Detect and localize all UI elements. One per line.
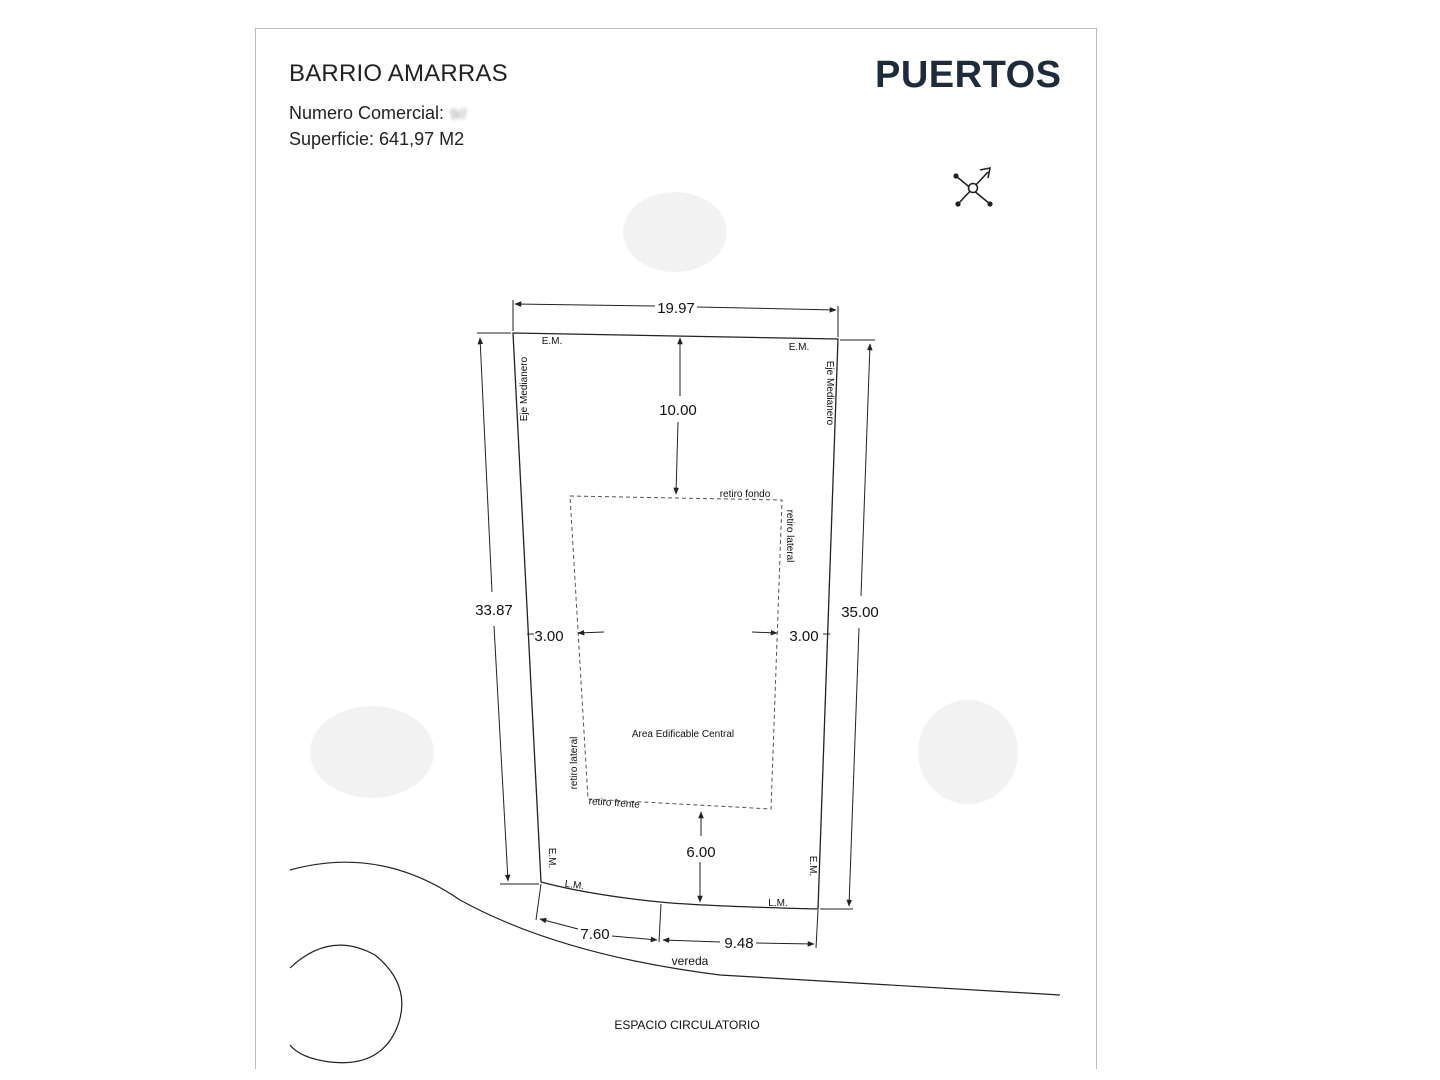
em-bottom-right: E.M. — [807, 856, 818, 877]
dim-front-left-label: 7.60 — [580, 926, 609, 943]
dim-top — [512, 300, 839, 337]
dim-front — [535, 883, 819, 949]
lm-left-label: L.M. — [564, 879, 585, 893]
retiro-fondo-label: retiro fondo — [720, 489, 771, 500]
dim-side-left-arrow — [577, 629, 605, 636]
em-top-right: E.M. — [789, 342, 810, 353]
area-edificable-label: Area Edificable Central — [632, 729, 734, 740]
dim-side-left-label: 3.00 — [534, 628, 563, 645]
page-title: BARRIO AMARRAS — [289, 60, 508, 87]
vereda-label: vereda — [672, 954, 709, 968]
dim-back-setback-label: 10.00 — [659, 402, 697, 419]
brand-logo: PUERTOS — [875, 54, 1062, 96]
espacio-circulatorio-label: ESPACIO CIRCULATORIO — [614, 1018, 759, 1032]
roundabout-arc — [289, 944, 403, 1064]
superficie: Superficie: 641,97 M2 — [289, 129, 465, 149]
eje-medianero-right: Eje Medianero — [824, 361, 835, 426]
north-arrow-icon — [953, 166, 993, 207]
dim-side-right-label: 3.00 — [789, 628, 818, 645]
numero-comercial-value: 9// — [450, 106, 467, 123]
retiro-lateral-right-label: retiro lateral — [784, 510, 795, 563]
buildable-area — [569, 495, 783, 810]
dim-side-right-arrow — [751, 629, 778, 636]
dim-left-label: 33.87 — [475, 602, 513, 619]
dim-right — [820, 339, 875, 910]
lm-right-label: L.M. — [768, 898, 787, 909]
em-bottom-left: E.M. — [546, 848, 557, 869]
lot-boundary — [512, 332, 839, 910]
numero-comercial-label: Numero Comercial: — [289, 103, 445, 123]
dim-front-right-label: 9.48 — [724, 935, 753, 952]
eje-medianero-left: Eje Medianero — [519, 356, 530, 421]
em-top-left: E.M. — [542, 336, 563, 347]
dim-top-label: 19.97 — [657, 300, 695, 317]
numero-comercial: Numero Comercial: 9// — [289, 103, 467, 124]
street-curve-upper — [289, 861, 1061, 996]
dim-left — [477, 332, 539, 885]
dim-front-setback-label: 6.00 — [686, 844, 715, 861]
retiro-lateral-left-label: retiro lateral — [569, 737, 580, 790]
retiro-frente-label: retiro frente — [588, 796, 640, 811]
dim-right-label: 35.00 — [841, 604, 879, 621]
dim-back-setback-line-bottom — [673, 421, 679, 495]
watermark — [310, 192, 1018, 804]
